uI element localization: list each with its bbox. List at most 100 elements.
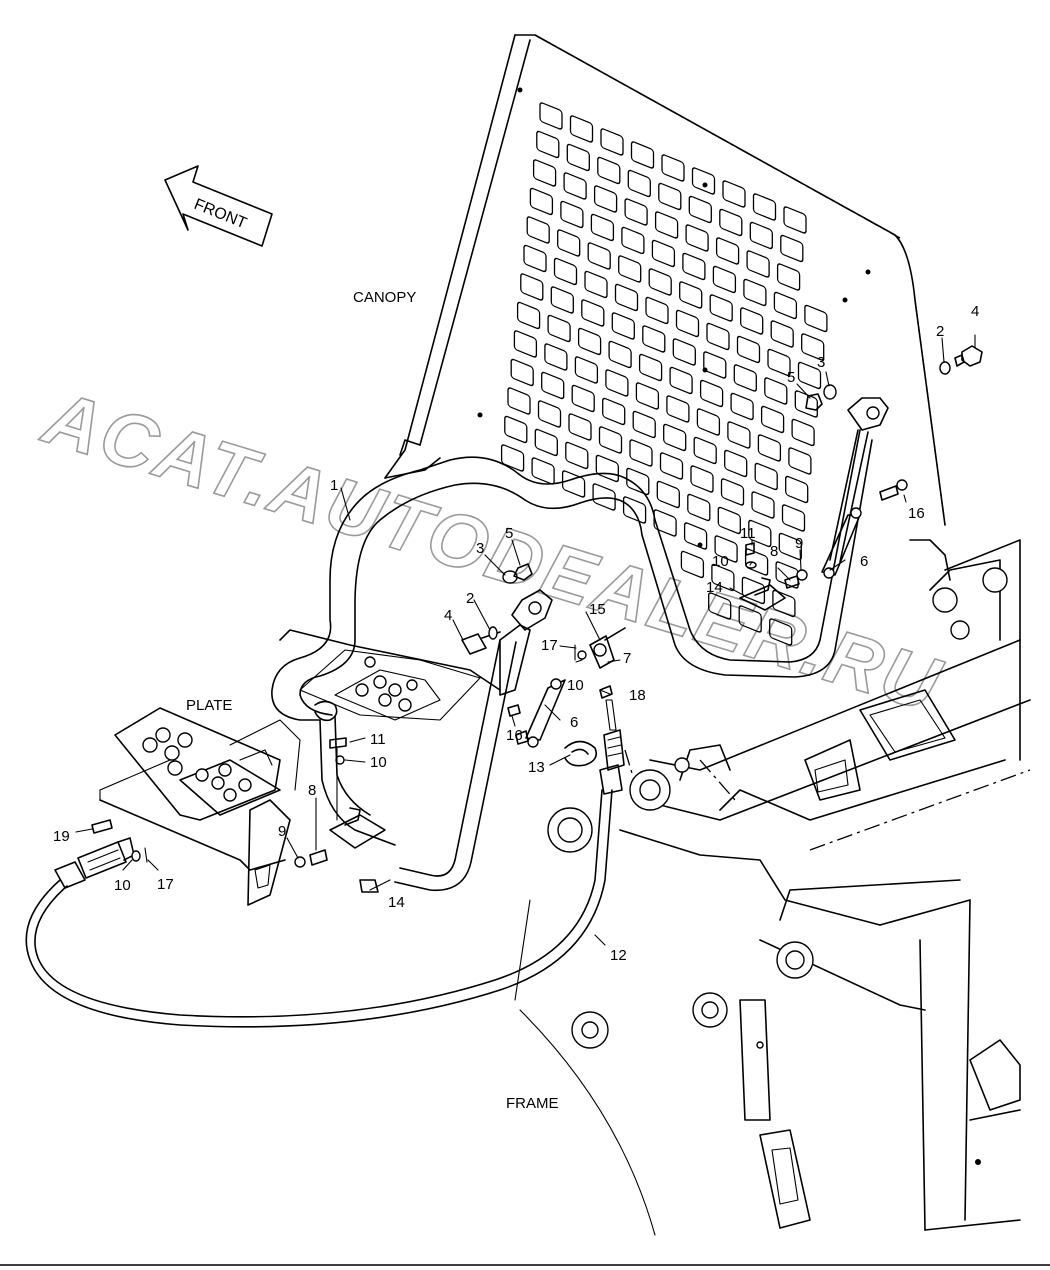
callout-8-right: 8	[770, 543, 778, 560]
mesh-cell	[711, 563, 735, 592]
callout-3-left: 3	[476, 540, 484, 557]
callout-5-right: 5	[787, 369, 795, 386]
mesh-cell	[544, 343, 568, 371]
mesh-cell	[717, 506, 741, 535]
mesh-cell	[770, 320, 794, 348]
mesh-cell	[715, 237, 740, 265]
mesh-cell	[656, 480, 680, 509]
mesh-cell	[592, 483, 616, 511]
mesh-cell	[597, 156, 621, 185]
mesh-cell	[614, 283, 639, 312]
mesh-cell	[743, 278, 767, 307]
mesh-cell	[746, 250, 770, 278]
mesh-cell	[663, 423, 687, 452]
callout-10-right: 10	[712, 553, 729, 570]
mesh-cell	[760, 405, 785, 434]
mesh-cell	[590, 213, 615, 242]
mesh-cell	[566, 143, 590, 172]
mesh-cell	[783, 206, 807, 234]
mesh-cell	[780, 234, 804, 263]
mesh-cell	[510, 358, 534, 387]
mesh-cell	[690, 465, 714, 493]
callout-9-left: 9	[278, 823, 286, 840]
mesh-cell	[748, 519, 772, 548]
mesh-cell	[769, 618, 793, 646]
callout-10-left: 10	[370, 754, 387, 771]
left-gas-strut	[499, 589, 566, 748]
mesh-cell	[709, 294, 733, 322]
mesh-cell	[661, 154, 685, 182]
mesh-cell	[741, 576, 766, 605]
mesh-cell	[529, 187, 554, 216]
mesh-cell	[547, 314, 571, 343]
mesh-cell	[699, 379, 724, 408]
mesh-cell	[659, 452, 684, 480]
mesh-cell	[733, 364, 757, 392]
mesh-cell	[744, 548, 769, 576]
mesh-cell	[574, 356, 599, 384]
mesh-cell	[630, 141, 655, 169]
mesh-cell	[600, 128, 624, 156]
mesh-cell	[563, 172, 587, 200]
plate-label: PLATE	[186, 697, 232, 714]
mesh-cell	[568, 413, 592, 441]
mesh-cell	[516, 301, 541, 330]
mesh-cell	[571, 384, 595, 413]
mesh-cell	[773, 291, 798, 320]
mesh-cell	[621, 226, 645, 255]
mesh-cell	[727, 421, 751, 449]
mesh-cell	[651, 239, 676, 268]
mesh-cell	[507, 387, 531, 415]
mesh-cell	[791, 418, 815, 447]
mesh-cell	[627, 169, 651, 198]
mesh-cell	[740, 307, 764, 335]
callout-16-right: 16	[908, 505, 925, 522]
mesh-cell	[788, 447, 812, 475]
mesh-cell	[560, 200, 584, 229]
mesh-cell	[605, 369, 629, 397]
mesh-cell	[565, 441, 589, 470]
callout-4-left: 4	[444, 607, 452, 624]
callout-14-left: 14	[388, 894, 405, 911]
callout-3-right: 3	[817, 354, 825, 371]
callout-10-bottom: 10	[114, 877, 131, 894]
mesh-cell	[675, 309, 700, 338]
mesh-cell	[622, 496, 647, 524]
callout-10-mid: 10	[567, 677, 584, 694]
mesh-cell	[736, 335, 761, 364]
mesh-cell	[781, 504, 806, 532]
mesh-cell	[534, 428, 558, 457]
mesh-cell	[687, 493, 711, 522]
mesh-cell	[722, 180, 746, 208]
mesh-cell	[776, 263, 801, 291]
mesh-cell	[669, 366, 693, 395]
mesh-cell	[683, 522, 708, 550]
mesh-cell	[537, 400, 562, 428]
mesh-cell	[749, 221, 773, 250]
mesh-cell	[778, 532, 802, 561]
mesh-cell	[539, 102, 563, 130]
mesh-cell	[626, 467, 650, 496]
mesh-cell	[635, 382, 660, 410]
mesh-cell	[752, 193, 777, 221]
callout-9-right: 9	[795, 535, 803, 552]
mesh-cell	[569, 115, 594, 143]
mesh-cell	[532, 159, 557, 187]
mesh-cell	[541, 371, 565, 400]
callout-7: 7	[623, 650, 631, 667]
mesh-cell	[531, 457, 555, 485]
canopy-panel	[384, 34, 946, 646]
mesh-cell	[720, 478, 745, 506]
mesh-cell	[785, 475, 809, 504]
mesh-cell	[654, 211, 679, 239]
mesh-cell	[712, 265, 737, 294]
leader-lines	[75, 334, 976, 946]
mesh-cell	[526, 216, 550, 244]
mesh-cell	[593, 185, 618, 213]
mesh-cell	[595, 454, 619, 483]
mesh-cell	[504, 415, 528, 444]
mesh-cell	[751, 491, 775, 519]
callout-17-mid: 17	[541, 637, 558, 654]
mesh-cell	[553, 257, 578, 286]
